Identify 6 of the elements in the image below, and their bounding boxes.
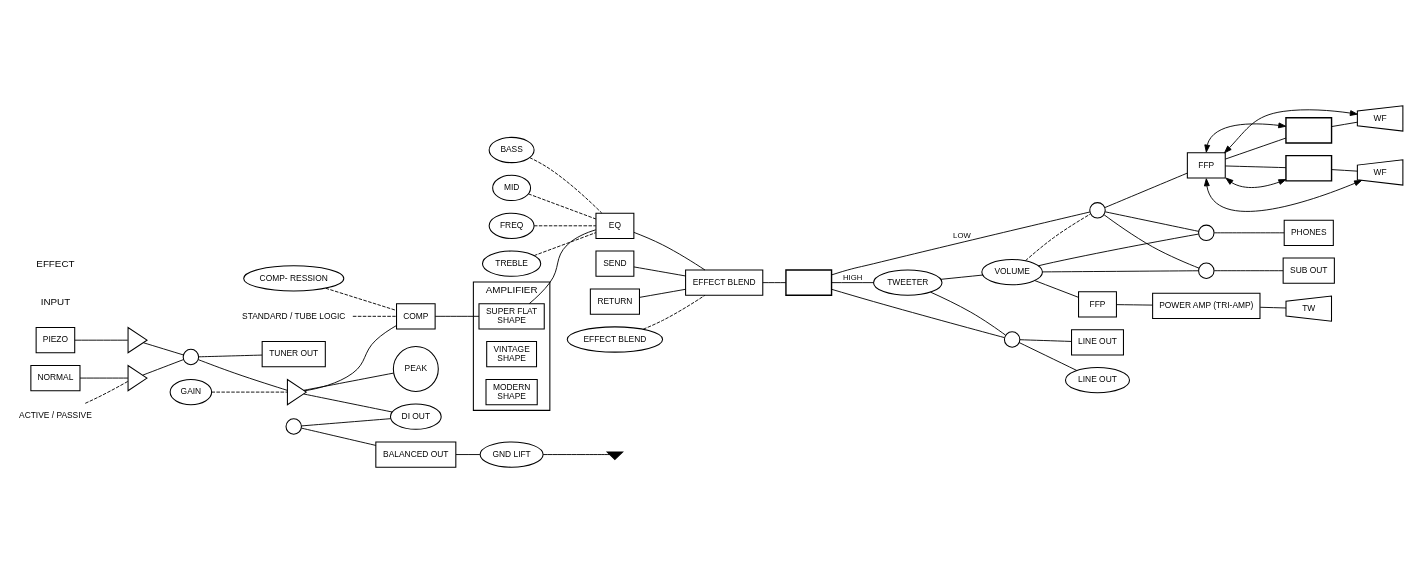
node-text: STANDARD / TUBE LOGIC bbox=[242, 310, 346, 321]
label: INPUT bbox=[40, 295, 71, 307]
edge-label: LOW bbox=[953, 231, 971, 241]
node-text: ACTIVE / PASSIVE bbox=[19, 410, 92, 421]
label: EFFECT bbox=[36, 257, 75, 269]
edge-label: HIGH bbox=[842, 273, 863, 283]
